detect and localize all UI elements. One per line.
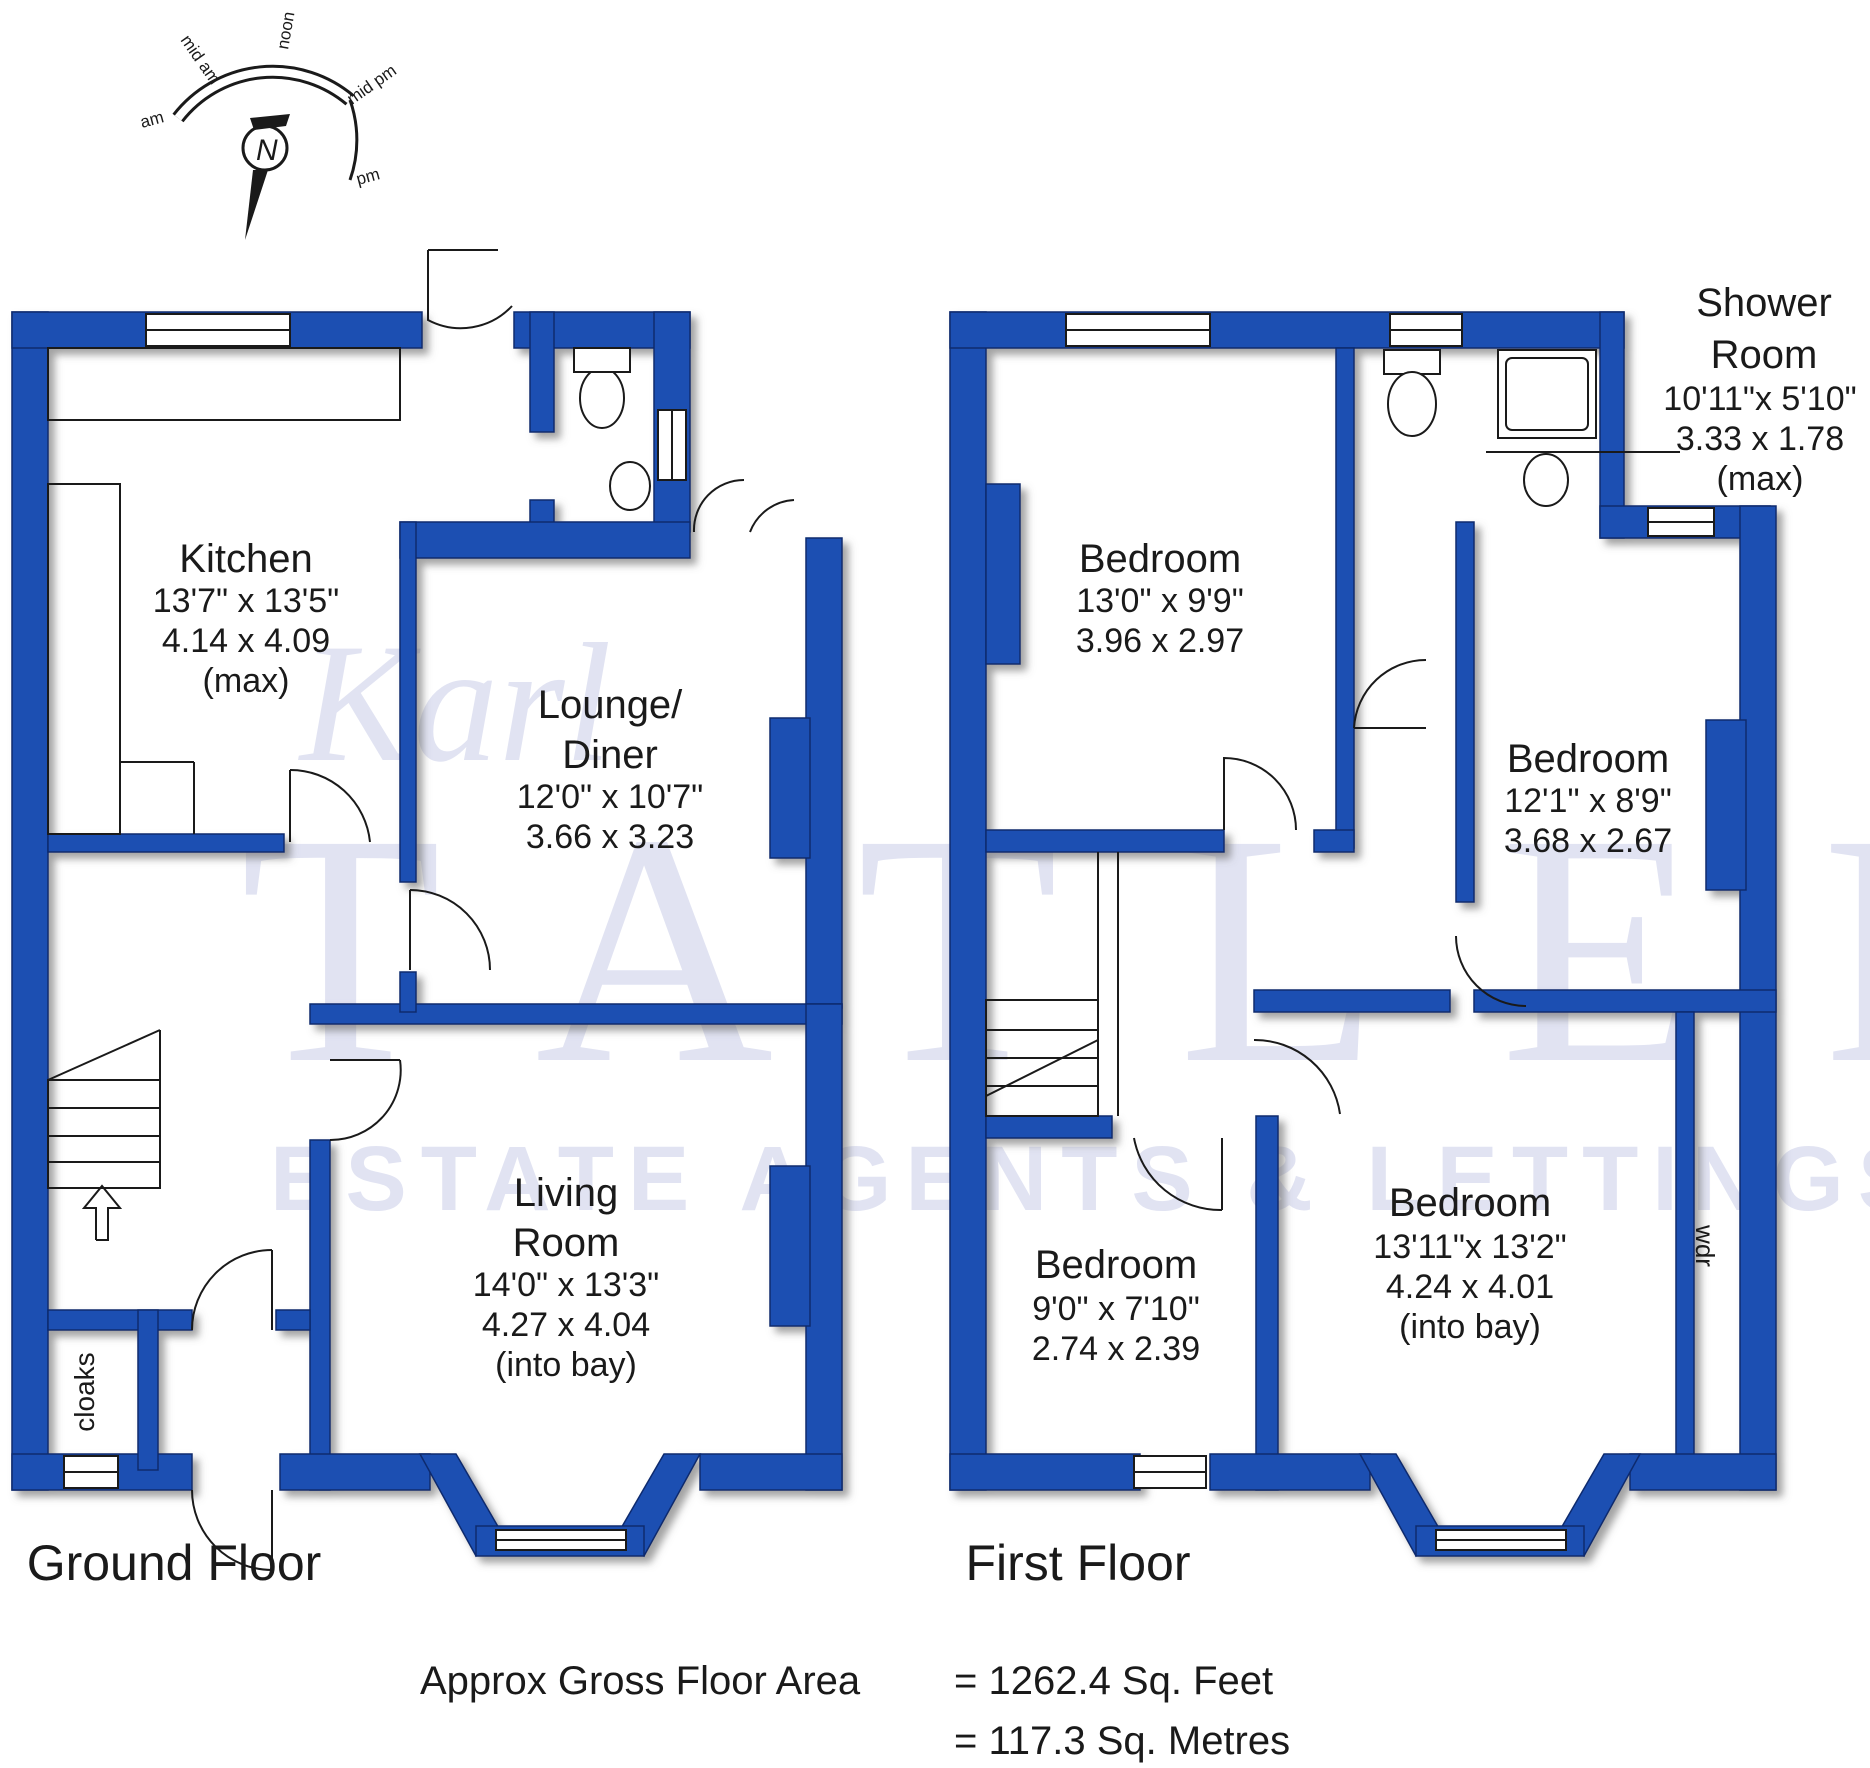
living-name-line1: Living <box>514 1171 619 1215</box>
shower-dims-metric: 3.33 x 1.78 <box>1676 420 1844 458</box>
compass-north: N <box>256 134 278 167</box>
bed4-dims-metric: 4.24 x 4.01 <box>1386 1268 1554 1306</box>
area-sq-feet: = 1262.4 Sq. Feet <box>954 1659 1273 1703</box>
compass-pm: pm <box>354 164 382 188</box>
first-floor-plan <box>949 311 1777 1558</box>
kitchen-note: (max) <box>203 662 290 700</box>
gross-area: Approx Gross Floor Area = 1262.4 Sq. Fee… <box>420 1659 1290 1763</box>
kitchen-dims-imperial: 13'7" x 13'5" <box>153 582 339 620</box>
bed3-dims-imperial: 9'0" x 7'10" <box>1032 1290 1200 1328</box>
bed4-name: Bedroom <box>1389 1181 1551 1225</box>
bed2-dims-metric: 3.68 x 2.67 <box>1504 822 1672 860</box>
lounge-dims-imperial: 12'0" x 10'7" <box>517 778 703 816</box>
watermark-script: Karl <box>298 609 612 797</box>
compass-mid-am: mid am <box>177 31 225 88</box>
first-floor-labels: Shower Room 10'11"x 5'10" 3.33 x 1.78 (m… <box>966 281 1857 1591</box>
first-floor-fixtures <box>985 349 1680 1212</box>
watermark: Karl TATLER ESTATE AGENTS & LETTINGS <box>240 609 1870 1230</box>
shower-note: (max) <box>1717 460 1804 498</box>
kitchen-dims-metric: 4.14 x 4.09 <box>162 622 330 660</box>
watermark-tagline: ESTATE AGENTS & LETTINGS <box>270 1128 1870 1230</box>
compass-mid-pm: mid pm <box>343 61 400 109</box>
ground-floor-fixtures <box>47 249 795 1571</box>
bed3-dims-metric: 2.74 x 2.39 <box>1032 1330 1200 1368</box>
bed3-name: Bedroom <box>1035 1243 1197 1287</box>
area-sq-metres: = 117.3 Sq. Metres <box>954 1719 1290 1763</box>
bed4-dims-imperial: 13'11"x 13'2" <box>1373 1228 1566 1266</box>
shower-name-line1: Shower <box>1696 281 1832 325</box>
wdr-label: wdr <box>1690 1224 1720 1267</box>
bed1-dims-metric: 3.96 x 2.97 <box>1076 622 1244 660</box>
bed4-note: (into bay) <box>1399 1308 1541 1346</box>
compass-am: am <box>138 107 166 131</box>
ground-floor-windows <box>63 313 687 1551</box>
kitchen-name: Kitchen <box>179 537 312 581</box>
cloaks-label: cloaks <box>69 1352 100 1431</box>
shower-name-line2: Room <box>1711 333 1818 377</box>
bed2-name: Bedroom <box>1507 737 1669 781</box>
lounge-name-line2: Diner <box>562 733 658 777</box>
first-floor-windows <box>1065 313 1715 1551</box>
compass: N mid am noon mid pm am pm <box>138 10 400 240</box>
bed2-dims-imperial: 12'1" x 8'9" <box>1504 782 1672 820</box>
area-label: Approx Gross Floor Area <box>420 1659 861 1703</box>
bed1-name: Bedroom <box>1079 537 1241 581</box>
shower-dims-imperial: 10'11"x 5'10" <box>1663 380 1856 418</box>
watermark-name: TATLER <box>240 767 1870 1132</box>
living-dims-metric: 4.27 x 4.04 <box>482 1306 650 1344</box>
compass-needle-icon <box>245 170 268 240</box>
lounge-name-line1: Lounge/ <box>538 683 683 727</box>
living-note: (into bay) <box>495 1346 637 1384</box>
first-floor-title: First Floor <box>966 1535 1191 1591</box>
lounge-dims-metric: 3.66 x 3.23 <box>526 818 694 856</box>
bed1-dims-imperial: 13'0" x 9'9" <box>1076 582 1244 620</box>
compass-noon: noon <box>273 10 298 51</box>
living-name-line2: Room <box>513 1221 620 1265</box>
ground-floor-labels: Kitchen 13'7" x 13'5" 4.14 x 4.09 (max) … <box>27 537 704 1591</box>
living-dims-imperial: 14'0" x 13'3" <box>473 1266 659 1304</box>
ground-floor-title: Ground Floor <box>27 1535 322 1591</box>
